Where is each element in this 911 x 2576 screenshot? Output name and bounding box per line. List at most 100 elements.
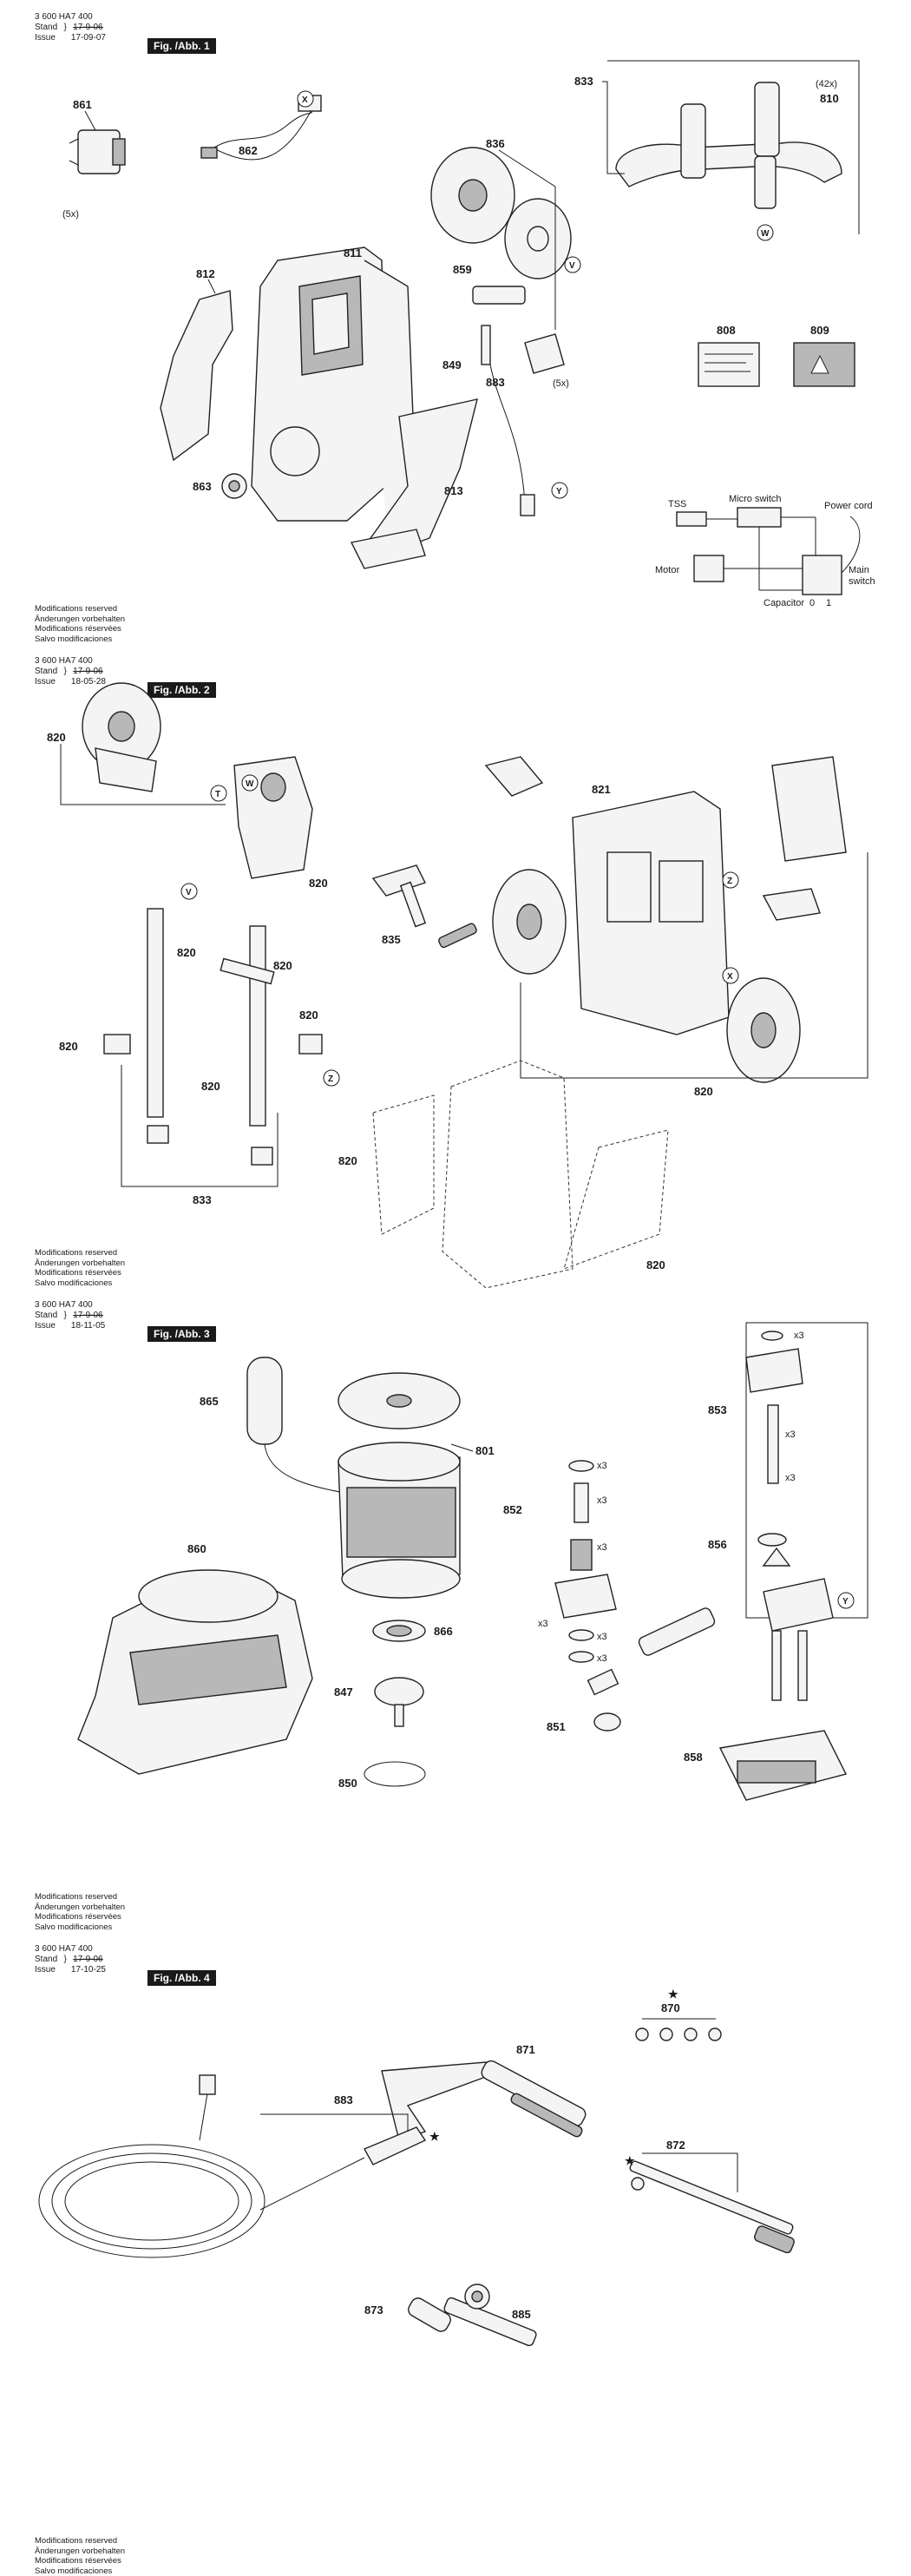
chassis-frame-part[interactable] <box>484 756 847 1083</box>
issue-label: Issue <box>35 1321 56 1331</box>
part-label-883: 883 <box>486 376 505 389</box>
callout-z: Z <box>328 1074 333 1084</box>
wiring-diagram <box>676 507 861 595</box>
valve-head-part[interactable] <box>745 1331 803 1567</box>
star-mark: ★ <box>625 2154 635 2167</box>
part-label-861: 861 <box>73 98 92 111</box>
issue-label: Issue <box>35 33 56 43</box>
doc-number: 3 600 HA7 400 <box>35 656 93 666</box>
hose-connector-part[interactable] <box>472 286 565 516</box>
issue-label: Issue <box>35 1965 56 1975</box>
stand-value: 17-9-06 <box>73 23 103 32</box>
part-label-821: 821 <box>592 783 611 796</box>
part-label-853: 853 <box>708 1403 727 1416</box>
wiring-capacitor-label: Capacitor <box>764 598 804 608</box>
reel-bracket-right-part[interactable] <box>233 756 313 879</box>
part-label-813: 813 <box>444 484 463 497</box>
qty-label: x3 <box>597 1495 607 1506</box>
part-label-808: 808 <box>717 324 736 337</box>
charger-plug-part[interactable] <box>69 129 126 174</box>
part-label-858: 858 <box>684 1751 703 1764</box>
handle-part[interactable] <box>615 82 842 209</box>
part-label-820: 820 <box>299 1009 318 1022</box>
part-label-833: 833 <box>574 75 593 88</box>
hose-reel-part[interactable] <box>430 147 572 279</box>
part-label-820: 820 <box>273 959 292 972</box>
page-footer: Modifications reserved Änderungen vorbeh… <box>35 1248 126 1288</box>
reel-bracket-part[interactable] <box>82 682 161 792</box>
type-label-part[interactable] <box>698 342 760 387</box>
warning-label-part[interactable] <box>793 342 855 387</box>
qty-label: x3 <box>597 1461 607 1471</box>
stand-value: 17-9-06 <box>73 667 103 676</box>
qty-label: (42x) <box>816 79 837 89</box>
qty-label: x3 <box>785 1429 796 1440</box>
callout-z: Z <box>727 877 732 886</box>
qty-label: x3 <box>538 1619 548 1629</box>
hose-part[interactable] <box>38 2074 427 2258</box>
part-label-873: 873 <box>364 2303 383 2316</box>
valve-block-part[interactable] <box>763 1578 834 1701</box>
wiring-switch-1: 1 <box>826 598 831 608</box>
adapter-part[interactable] <box>443 2284 538 2347</box>
part-label-836: 836 <box>486 137 505 150</box>
nozzle-set-part[interactable] <box>635 2027 722 2041</box>
piston-set-part[interactable] <box>554 1460 617 1663</box>
part-label-835: 835 <box>382 933 401 946</box>
main-housing-part[interactable] <box>251 246 417 522</box>
callout-y: Y <box>842 1597 849 1607</box>
part-label-862: 862 <box>239 144 258 157</box>
qty-label: x3 <box>794 1331 804 1341</box>
issue-date: 18-11-05 <box>70 1321 106 1331</box>
capacitor-part[interactable] <box>246 1357 365 1497</box>
fan-part[interactable] <box>338 1372 461 1429</box>
doc-number: 3 600 HA7 400 <box>35 1300 93 1310</box>
exploded-view-drawing-1: 861 (5x) 862 X 811 812 <box>62 60 875 608</box>
qty-label: x3 <box>597 1653 607 1664</box>
callout-w-circle <box>757 224 774 241</box>
spray-gun-part[interactable] <box>381 2059 588 2141</box>
part-label-872: 872 <box>666 2139 685 2152</box>
spray-gun-holder-part[interactable] <box>371 864 477 949</box>
doc-number: 3 600 HA7 400 <box>35 12 93 22</box>
motor-part[interactable] <box>338 1442 461 1599</box>
part-label-860: 860 <box>187 1542 206 1555</box>
issue-label: Issue <box>35 677 56 687</box>
pump-cover-part[interactable] <box>718 1730 848 1801</box>
part-label-820: 820 <box>309 877 328 890</box>
front-cover-part[interactable] <box>350 398 478 569</box>
part-label-812: 812 <box>196 267 215 280</box>
swashplate-part[interactable] <box>374 1677 424 1727</box>
qty-label: (5x) <box>62 209 79 220</box>
support-tubes-part[interactable] <box>103 908 323 1166</box>
part-label-820: 820 <box>201 1080 220 1093</box>
star-mark: ★ <box>429 2130 440 2143</box>
wiring-micro-label: Micro switch <box>729 494 782 504</box>
part-label-847: 847 <box>334 1686 353 1699</box>
part-label-883: 883 <box>334 2093 353 2106</box>
pump-housing-part[interactable] <box>77 1569 313 1775</box>
stand-label: Stand <box>35 1955 58 1964</box>
part-label-820: 820 <box>59 1040 78 1053</box>
rotary-nozzle-part[interactable] <box>406 2296 453 2334</box>
part-label-820: 820 <box>646 1258 665 1272</box>
side-cover-part[interactable] <box>160 290 233 462</box>
seal-ring-part[interactable] <box>372 1620 426 1642</box>
wiring-switch-0: 0 <box>809 598 815 608</box>
wiring-tss-label: TSS <box>668 499 686 509</box>
oring-part[interactable] <box>364 1761 426 1787</box>
lance-part[interactable] <box>629 2160 796 2254</box>
part-label-811: 811 <box>344 246 362 260</box>
part-label-866: 866 <box>434 1625 453 1638</box>
part-label-871: 871 <box>516 2043 535 2056</box>
bypass-valve-part[interactable] <box>587 1607 717 1732</box>
star-mark: ★ <box>668 1988 678 2001</box>
part-label-801: 801 <box>475 1444 495 1457</box>
doc-number: 3 600 HA7 400 <box>35 1944 93 1954</box>
knob-part[interactable] <box>221 473 247 499</box>
